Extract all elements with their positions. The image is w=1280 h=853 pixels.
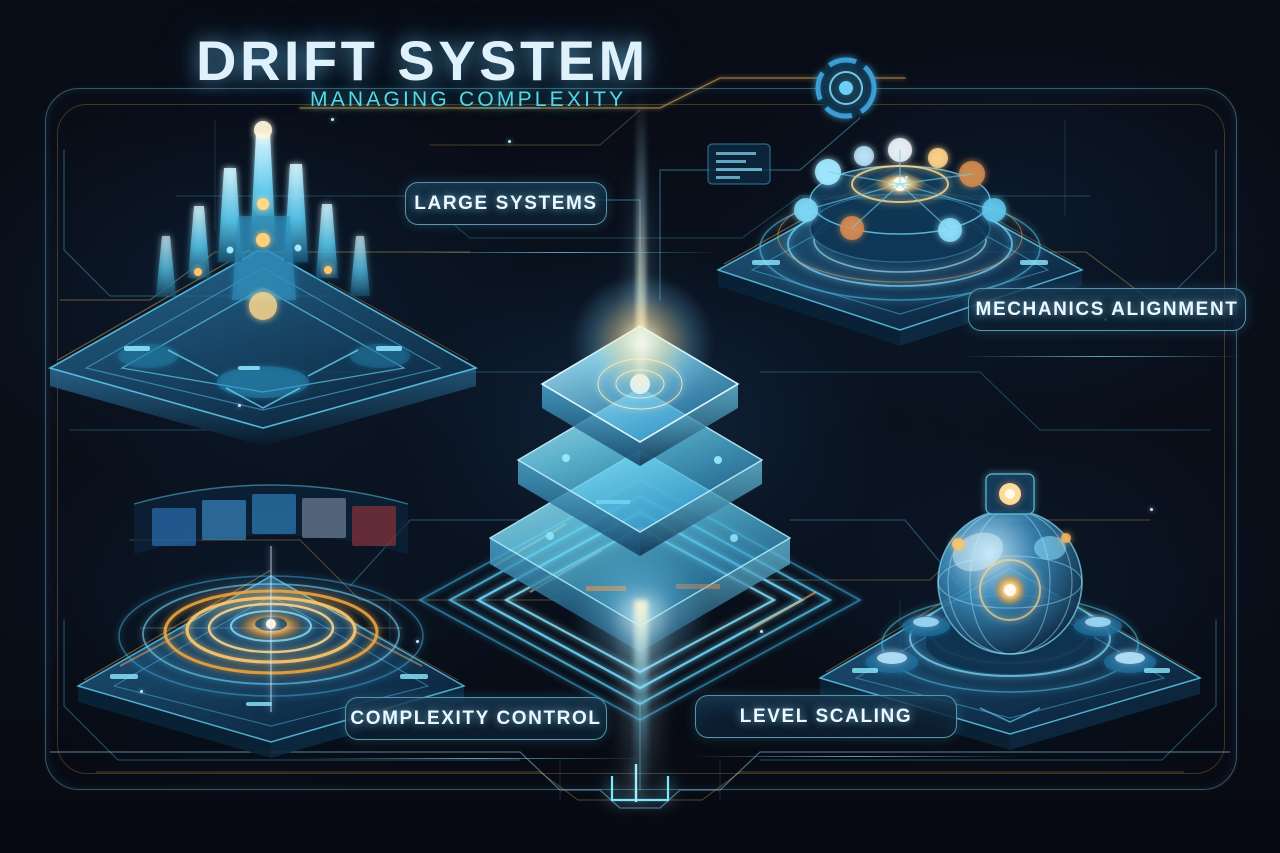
sparkle (1150, 508, 1153, 511)
page-title: DRIFT SYSTEM (196, 29, 649, 92)
sparkle (140, 690, 143, 693)
sparkle (905, 176, 908, 179)
node-label-complexity-control[interactable]: COMPLEXITY CONTROL (345, 697, 607, 740)
node-label-level-scaling[interactable]: LEVEL SCALING (695, 695, 957, 738)
sparkle (331, 118, 334, 121)
page-subtitle: MANAGING COMPLEXITY (310, 88, 627, 111)
node-label-large-systems[interactable]: LARGE SYSTEMS (405, 182, 607, 225)
node-label-mechanics-alignment[interactable]: MECHANICS ALIGNMENT (968, 288, 1246, 331)
label-underline (300, 758, 650, 759)
sparkle (760, 630, 763, 633)
label-underline (690, 756, 1020, 757)
label-underline (960, 356, 1244, 357)
segmented-ring-dial-icon (815, 57, 877, 119)
sparkle (416, 640, 419, 643)
sparkle (238, 404, 241, 407)
node-module-level-scaling[interactable] (800, 440, 1220, 750)
label-underline (408, 252, 720, 253)
node-module-large-systems[interactable] (28, 120, 498, 450)
sparkle (508, 140, 511, 143)
